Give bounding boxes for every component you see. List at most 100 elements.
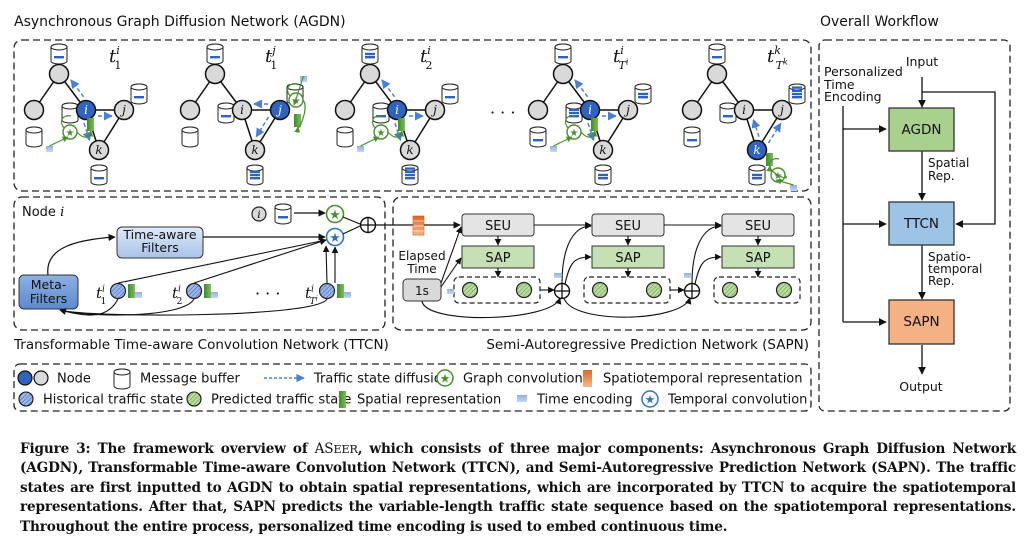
historical-state-icon (18, 391, 34, 407)
graph-convolution-star: ★ (377, 128, 386, 139)
node-buffer-icon (748, 164, 766, 186)
svg-text:TTCN: TTCN (903, 216, 939, 232)
traffic-diffusion-arrow (70, 79, 85, 98)
workflow-st-1: Spatio- (928, 250, 971, 264)
traffic-diffusion-arrow (255, 116, 270, 138)
svg-text:SAPN: SAPN (903, 314, 939, 330)
node-buffer-icon (708, 43, 726, 65)
node-icon (17, 370, 49, 386)
svg-text:★: ★ (440, 372, 451, 386)
sapn-frame (392, 196, 812, 331)
workflow-spatial-2: Rep. (928, 169, 955, 183)
node-buffer-icon (181, 126, 199, 148)
svg-text:★: ★ (329, 231, 341, 246)
graph-node (746, 139, 768, 161)
node-buffer-icon (401, 164, 419, 186)
meta-filters-label-1: Meta- (31, 277, 67, 292)
node-buffer-icon (130, 83, 148, 105)
framework-figure: Asynchronous Graph Diffusion Network (AG… (13, 14, 1011, 412)
predicted-state-icon (186, 391, 202, 407)
graph-convolution-star: ★ (66, 128, 75, 139)
graph-node (244, 139, 266, 161)
node-label: k (599, 143, 606, 157)
spatial-rep-icon (337, 284, 344, 298)
workflow-frame (818, 39, 1011, 412)
graph-conv-loop (564, 115, 576, 129)
workflow-spatial-1: Spatial (928, 156, 969, 170)
node-buffer-icon (594, 164, 612, 186)
sap-box: SAP (461, 245, 535, 269)
svg-text:★: ★ (645, 393, 656, 407)
traffic-diffusion-arrow (381, 79, 396, 98)
legend-label: Spatiotemporal representation (603, 372, 803, 387)
step-to-meta-filters (59, 298, 328, 316)
temporal-convolution-icon: ★ (641, 390, 659, 408)
traffic-diffusion-arrow (586, 123, 596, 142)
ttcn-message-buffer-icon (274, 203, 292, 225)
time-aware-filters-box (116, 226, 204, 259)
graph-node (359, 63, 381, 85)
elapsed-to-seu-arrow (440, 226, 463, 284)
time-encoding-icon (211, 292, 218, 298)
predicted-state-icon (591, 281, 609, 299)
legend-label: Node (57, 372, 91, 387)
node-buffer-icon (372, 102, 390, 124)
workflow-sapn-box: SAPN (888, 299, 955, 345)
predicted-state-icon (515, 281, 533, 299)
time-encoding-icon (684, 273, 691, 278)
spatial-rep-icon (766, 153, 773, 166)
sap-label: SAP (485, 251, 510, 266)
spatial-rep-icon (128, 284, 135, 298)
legend-label: Time encoding (536, 393, 633, 408)
node-label: k (95, 143, 102, 157)
traffic-diffusion-arrow (751, 118, 761, 137)
graph-node (399, 139, 421, 161)
caption-name-a: AS (314, 441, 334, 457)
legend-label: Historical traffic state (43, 393, 183, 408)
graph-node (75, 99, 97, 121)
sap-label: SAP (745, 251, 770, 266)
spatial-rep-icon (398, 118, 405, 131)
predicted-state-icon (645, 281, 663, 299)
time-encoding-arrow (553, 136, 573, 147)
graph-node (681, 99, 703, 121)
node-buffer-icon (529, 126, 547, 148)
node-label: i (588, 103, 592, 117)
node-buffer-icon (50, 43, 68, 65)
sapn-sum-node (683, 282, 701, 300)
agdn-title: Asynchronous Graph Diffusion Network (AG… (14, 14, 346, 30)
workflow-output: Output (899, 379, 943, 394)
caption-system-name: ASEER (315, 441, 358, 457)
workflow-title: Overall Workflow (820, 14, 939, 30)
node-buffer-icon (634, 83, 652, 105)
graph-conv-arrow (76, 130, 94, 138)
seu-label: SEU (745, 219, 771, 234)
sapn-stage: SEU SAP (713, 213, 801, 304)
graph-node (552, 63, 574, 85)
predicted-state-icon (775, 281, 793, 299)
sum-to-sap-arrow (564, 253, 592, 285)
time-encoding-icon (357, 146, 364, 152)
node-buffer-icon (719, 102, 737, 124)
time-encoding-arrow (49, 136, 69, 147)
ttcn-title: Transformable Time-aware Convolution Net… (13, 337, 389, 353)
predicted-states-group (713, 276, 801, 304)
graph-node (231, 99, 253, 121)
meta-filters-box (18, 274, 79, 310)
elapsed-time-label-2: Time (406, 262, 436, 276)
node-label: j (777, 103, 784, 117)
traffic-diffusion-arrow (393, 123, 403, 142)
time-encoding-arrow (775, 178, 794, 186)
graph-node (48, 63, 70, 85)
figure-caption: Figure 3: The framework overview of ASEE… (20, 440, 1016, 537)
seu-box: SEU (721, 213, 795, 237)
graph-node (386, 99, 408, 121)
traffic-diffusion-arrow (82, 123, 92, 142)
legend-label: Predicted traffic state (211, 393, 351, 408)
graph-node (179, 99, 201, 121)
graph-node (592, 139, 614, 161)
